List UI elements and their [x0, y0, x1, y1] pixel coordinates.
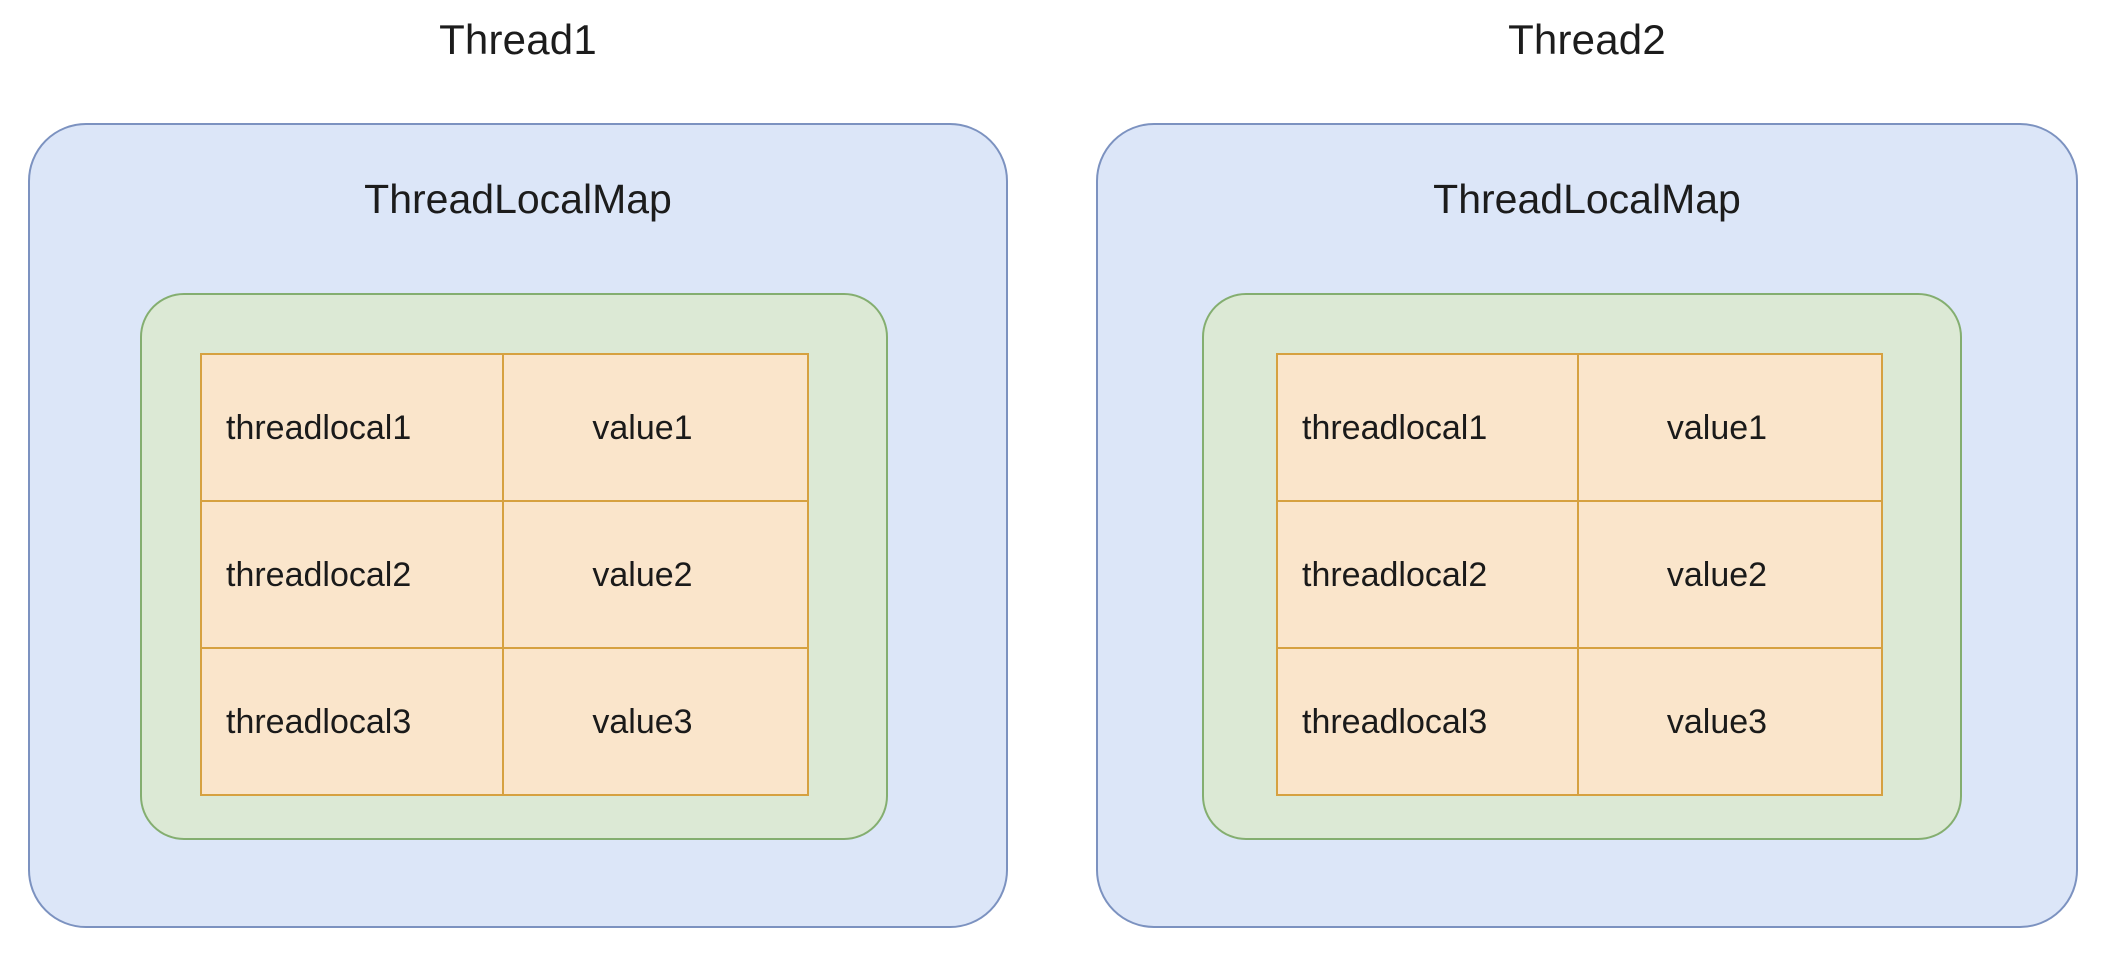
table-row[interactable]: threadlocal1 value1 [200, 353, 809, 502]
table-row[interactable]: threadlocal1 value1 [1276, 353, 1883, 502]
entry-value-cell[interactable]: value2 [502, 500, 809, 649]
threadlocalmap-title-2: ThreadLocalMap [1433, 176, 1741, 222]
entry-value-cell[interactable]: value2 [1577, 500, 1883, 649]
thread-title-1: Thread1 [439, 16, 597, 63]
entry-value-cell[interactable]: value3 [1577, 647, 1883, 796]
entry-value-cell[interactable]: value1 [1577, 353, 1883, 502]
thread-container-1[interactable]: ThreadLocalMap threadlocal1 value1 threa… [28, 123, 1008, 928]
table-row[interactable]: threadlocal3 value3 [200, 647, 809, 796]
thread-container-2[interactable]: ThreadLocalMap threadlocal1 value1 threa… [1096, 123, 2078, 928]
entry-key-cell[interactable]: threadlocal1 [200, 353, 504, 502]
threadlocalmap-container-1[interactable]: threadlocal1 value1 threadlocal2 value2 … [140, 293, 888, 840]
entry-key-cell[interactable]: threadlocal3 [1276, 647, 1579, 796]
entry-value-cell[interactable]: value3 [502, 647, 809, 796]
entry-key-cell[interactable]: threadlocal1 [1276, 353, 1579, 502]
entry-key-cell[interactable]: threadlocal3 [200, 647, 504, 796]
thread-title-2: Thread2 [1508, 16, 1666, 63]
thread-group-2: Thread2 ThreadLocalMap threadlocal1 valu… [1096, 0, 2078, 960]
threadlocal-entry-table-2[interactable]: threadlocal1 value1 threadlocal2 value2 … [1276, 353, 1883, 796]
entry-key-cell[interactable]: threadlocal2 [200, 500, 504, 649]
entry-key-cell[interactable]: threadlocal2 [1276, 500, 1579, 649]
threadlocal-entry-table-1[interactable]: threadlocal1 value1 threadlocal2 value2 … [200, 353, 809, 796]
entry-value-cell[interactable]: value1 [502, 353, 809, 502]
table-row[interactable]: threadlocal2 value2 [1276, 500, 1883, 649]
threadlocalmap-container-2[interactable]: threadlocal1 value1 threadlocal2 value2 … [1202, 293, 1962, 840]
threadlocalmap-title-1: ThreadLocalMap [364, 176, 672, 222]
table-row[interactable]: threadlocal3 value3 [1276, 647, 1883, 796]
thread-group-1: Thread1 ThreadLocalMap threadlocal1 valu… [28, 0, 1008, 960]
table-row[interactable]: threadlocal2 value2 [200, 500, 809, 649]
